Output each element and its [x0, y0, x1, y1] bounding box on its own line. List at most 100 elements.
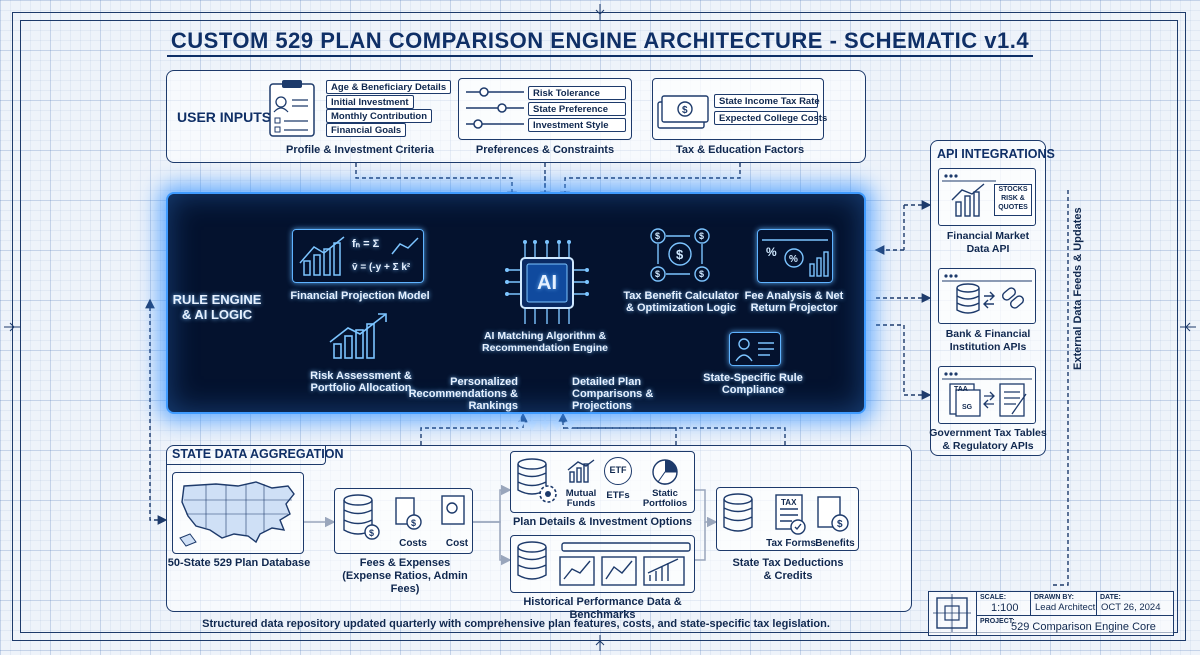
compliance-user-icon — [735, 338, 774, 362]
input-investment-style: Investment Style — [528, 118, 626, 132]
input-monthly-contribution: Monthly Contribution — [326, 109, 433, 123]
cost-label: Cost — [445, 538, 469, 549]
portfolio-growth-icon — [329, 313, 387, 359]
scale-value: 1:100 — [991, 602, 1019, 614]
benefits-label: Benefits — [815, 538, 855, 549]
profile-caption: Profile & Investment Criteria — [286, 144, 434, 156]
state-data-label-tab — [166, 445, 326, 465]
tax-factors-caption: Tax & Education Factors — [675, 144, 805, 156]
tax-forms-label: Tax Forms — [766, 538, 816, 549]
preferences-caption: Preferences & Constraints — [475, 144, 615, 156]
etf-icon: ETF — [604, 457, 632, 485]
fees-caption: Fees & Expenses(Expense Ratios, Admin Fe… — [342, 557, 468, 595]
svg-text:$: $ — [837, 519, 843, 530]
cash-stack-icon: $ — [657, 95, 709, 129]
state-data-footer: Structured data repository updated quart… — [202, 618, 830, 630]
svg-text:%: % — [766, 245, 777, 259]
svg-text:$: $ — [369, 528, 374, 538]
tax-deductions-caption: State Tax Deductions& Credits — [732, 557, 844, 582]
gov-api-caption: Government Tax Tables& Regulatory APIs — [929, 427, 1047, 452]
rule-engine-panel — [166, 192, 866, 414]
database-caption: 50-State 529 Plan Database — [167, 557, 311, 569]
fee-percent-chart-icon: %% — [762, 239, 829, 277]
tax-calculator-caption: Tax Benefit Calculator& Optimization Log… — [623, 290, 739, 314]
pie-chart-icon — [652, 459, 678, 485]
bank-database-link-icon — [942, 274, 1032, 314]
drawn-label: DRAWN BY: — [1034, 594, 1074, 601]
drawn-value: Lead Architect — [1035, 602, 1096, 613]
projection-model-caption: Financial Projection Model — [290, 290, 430, 302]
etfs-label: ETFs — [606, 490, 630, 501]
trend-line-icon — [391, 237, 419, 255]
inner-border — [20, 20, 1178, 633]
tax-forms-icon: $ — [723, 493, 849, 535]
svg-text:$: $ — [655, 269, 660, 279]
scale-label: SCALE: — [980, 594, 1007, 601]
rule-engine-label: RULE ENGINE& AI LOGIC — [172, 292, 262, 322]
fee-analysis-box — [757, 229, 833, 283]
input-risk-tolerance: Risk Tolerance — [528, 86, 626, 100]
sliders-icon — [466, 87, 524, 129]
svg-text:%: % — [789, 254, 798, 265]
input-initial-investment: Initial Investment — [326, 95, 414, 109]
market-chart-icon — [942, 174, 996, 217]
diagram-title: CUSTOM 529 PLAN COMPARISON ENGINE ARCHIT… — [0, 28, 1200, 57]
svg-text:$: $ — [699, 231, 704, 241]
matching-engine-caption: AI Matching Algorithm &Recommendation En… — [481, 330, 608, 354]
input-state-income-tax: State Income Tax Rate — [714, 94, 820, 108]
svg-text:$: $ — [682, 105, 688, 116]
title-block: SCALE: 1:100 DRAWN BY: Lead Architect DA… — [928, 591, 1174, 636]
user-inputs-label: USER INPUTS — [177, 109, 272, 125]
ai-chip-icon — [505, 240, 589, 324]
project-label: PROJECT: — [980, 618, 1015, 625]
us-map-icon — [179, 481, 295, 547]
title-block-divider-3 — [1030, 592, 1031, 615]
state-data-label: STATE DATA AGGREGATION — [172, 447, 344, 461]
formula-fn: fₙ = Σ — [352, 238, 380, 250]
gov-doc-label-2: SG — [962, 404, 973, 411]
tax-document-icon — [942, 372, 1032, 417]
title-block-logo — [933, 594, 971, 632]
svg-text:$: $ — [699, 269, 704, 279]
tax-calculator-icon: $ $ $ $ $ — [650, 228, 710, 282]
historical-charts-icon — [517, 541, 691, 586]
gear-database-icon — [517, 458, 557, 503]
tax-doc-label: TAX — [781, 498, 797, 507]
input-state-preference: State Preference — [528, 102, 626, 116]
plan-details-caption: Plan Details & Investment Options — [512, 516, 693, 528]
input-college-costs: Expected College Costs — [714, 111, 827, 125]
svg-text:$: $ — [655, 231, 660, 241]
clipboard-icon — [269, 80, 315, 137]
costs-label: Costs — [399, 538, 427, 549]
fees-database-icon: $$ — [343, 494, 465, 540]
compliance-box — [729, 332, 781, 366]
date-label: DATE: — [1100, 594, 1121, 601]
external-feeds-label: External Data Feeds & Updates — [1072, 207, 1084, 370]
title-block-divider-1 — [976, 592, 977, 635]
api-integrations-label: API INTEGRATIONS — [937, 147, 1055, 161]
projection-model-box — [292, 229, 424, 283]
svg-text:$: $ — [411, 518, 416, 528]
risk-assessment-caption: Risk Assessment &Portfolio Allocation — [310, 370, 412, 394]
input-age-beneficiary: Age & Beneficiary Details — [326, 80, 452, 94]
gov-doc-label-1: TAA — [954, 386, 968, 393]
date-value: OCT 26, 2024 — [1101, 602, 1161, 613]
svg-text:$: $ — [676, 247, 684, 262]
title-block-divider-4 — [1096, 592, 1097, 615]
input-financial-goals: Financial Goals — [326, 123, 407, 137]
ai-chip-label: AI — [537, 272, 557, 294]
formula-v: v̄ = (-y + Σ k² — [352, 262, 411, 273]
historical-caption: Historical Performance Data & Benchmarks — [523, 596, 682, 621]
mutual-funds-chart-icon — [567, 459, 595, 483]
project-value: 529 Comparison Engine Core — [1011, 621, 1156, 633]
title-block-divider-2 — [976, 615, 1173, 616]
